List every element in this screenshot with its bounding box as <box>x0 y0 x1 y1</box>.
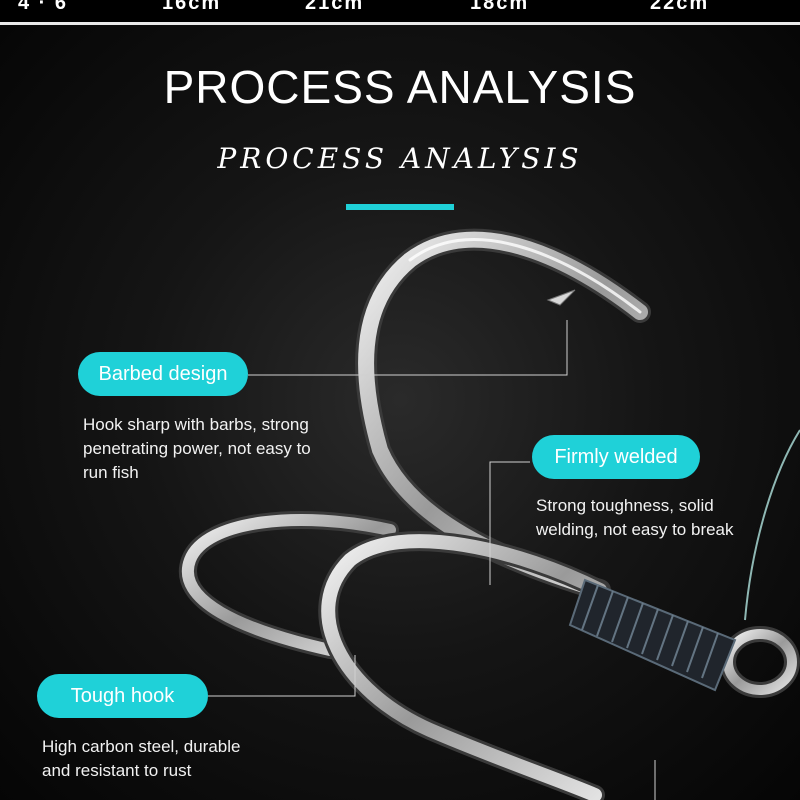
firmly-welded-label: Firmly welded <box>532 435 700 479</box>
tough-hook-label: Tough hook <box>37 674 208 718</box>
description-line: and resistant to rust <box>42 761 192 780</box>
page-title: PROCESS ANALYSIS <box>163 61 637 113</box>
size-label: 18cm <box>470 0 530 14</box>
barbed-design-description: Hook sharp with barbs, strong penetratin… <box>83 413 363 485</box>
tough-callout-line <box>208 655 356 697</box>
size-label: 21cm <box>305 0 365 14</box>
welding-wrap <box>568 578 737 692</box>
barbed-design-label: Barbed design <box>78 352 248 396</box>
leader-wire <box>744 429 800 621</box>
barbed-callout-line <box>248 320 568 376</box>
front-hook <box>318 531 610 800</box>
description-line: Strong toughness, solid <box>536 496 714 515</box>
size-label: 16cm <box>162 0 222 14</box>
page-subtitle: PROCESS ANALYSIS <box>217 142 583 175</box>
firmly-welded-description: Strong toughness, solid welding, not eas… <box>536 494 786 542</box>
title-divider <box>346 204 454 210</box>
description-line: penetrating power, not easy to <box>83 439 311 458</box>
left-hook <box>179 511 399 659</box>
description-line: Hook sharp with barbs, strong <box>83 415 309 434</box>
top-size-strip: 4 · 6 16cm 21cm 18cm 22cm <box>0 0 800 25</box>
size-label: 4 · 6 <box>18 0 69 14</box>
size-label: 22cm <box>650 0 710 14</box>
hook-eye <box>720 626 800 698</box>
description-line: High carbon steel, durable <box>42 737 241 756</box>
callout-lines <box>208 320 656 800</box>
description-line: welding, not easy to break <box>536 520 734 539</box>
barb-shape <box>546 289 576 306</box>
description-line: run fish <box>83 463 139 482</box>
tough-hook-description: High carbon steel, durable and resistant… <box>42 735 302 783</box>
welded-callout-line <box>489 461 530 585</box>
